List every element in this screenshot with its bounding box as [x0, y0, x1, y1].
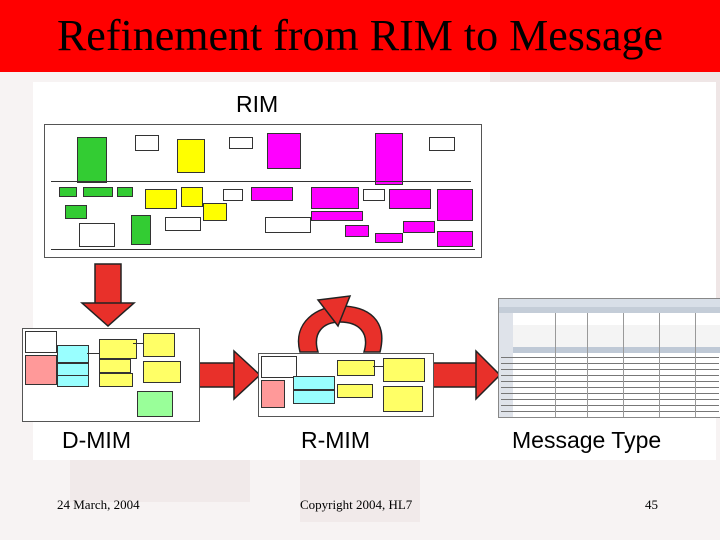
rim-class-entity: [375, 133, 403, 185]
rmim-diagram: [258, 353, 434, 417]
rim-class-act: [77, 137, 107, 183]
dmim-diagram: [22, 328, 200, 422]
footer-copyright: Copyright 2004, HL7: [300, 497, 413, 512]
title-bar: [0, 0, 720, 72]
footer-date: 24 March, 2004: [57, 497, 140, 512]
rim-label: RIM: [236, 91, 279, 117]
footer-page-number: 45: [645, 497, 658, 512]
rim-class-note: [135, 135, 159, 151]
slide-title: Refinement from RIM to Message: [56, 11, 664, 60]
rmim-label: R-MIM: [301, 427, 370, 453]
rmim-entry-point: [261, 356, 297, 378]
message-type-table: [498, 298, 720, 418]
rim-class-note-2: [229, 137, 253, 149]
rmim-act: [261, 380, 285, 408]
rim-diagram: [44, 124, 482, 258]
dmim-entry-point: [25, 331, 57, 353]
rim-class-note-3: [429, 137, 455, 151]
dmim-act: [25, 355, 57, 385]
dmim-label: D-MIM: [62, 427, 131, 453]
message-type-label: Message Type: [512, 427, 662, 453]
rim-class-participation: [177, 139, 205, 173]
rim-class-role: [267, 133, 301, 169]
